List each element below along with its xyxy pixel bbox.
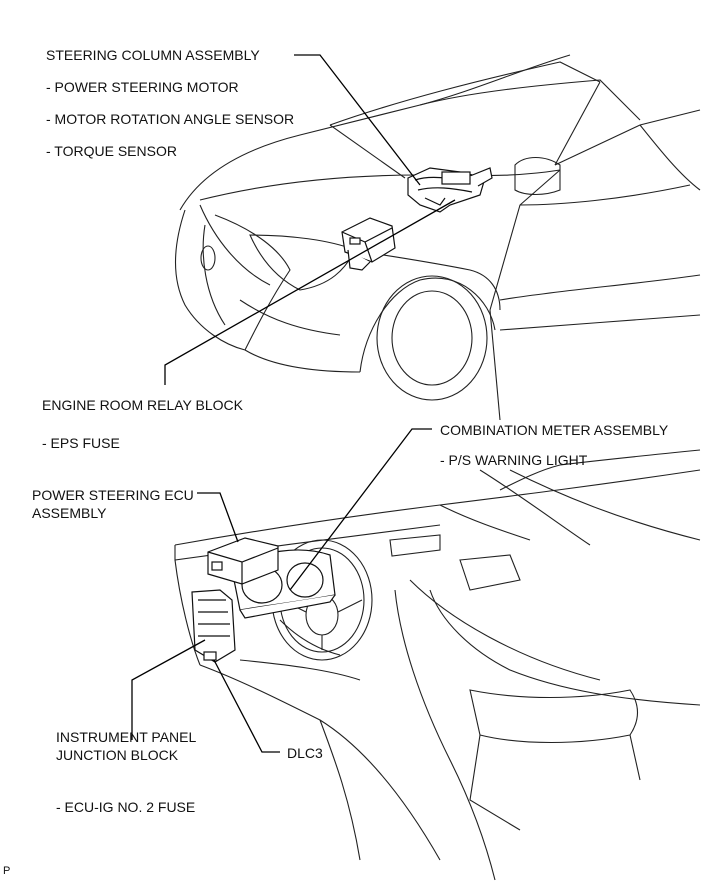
corner-mark: P xyxy=(3,865,11,877)
car-exterior-drawing xyxy=(174,54,701,421)
label-ecu-ig-fuse: - ECU-IG NO. 2 FUSE xyxy=(56,799,196,815)
car-interior-drawing xyxy=(174,449,701,881)
ip-junction-leader xyxy=(131,639,206,740)
label-motor-rotation-sensor: - MOTOR ROTATION ANGLE SENSOR xyxy=(46,111,295,127)
label-ps-warning-light: - P/S WARNING LIGHT xyxy=(440,452,588,468)
power-steering-ecu-part xyxy=(207,537,279,585)
label-eps-fuse: - EPS FUSE xyxy=(42,435,120,451)
engine-room-relay-leader xyxy=(164,199,456,385)
ip-junction-block-part xyxy=(191,589,236,663)
label-dlc3: DLC3 xyxy=(287,745,323,761)
label-ip-junction-line1: INSTRUMENT PANEL xyxy=(56,729,197,745)
label-combination-meter: COMBINATION METER ASSEMBLY xyxy=(440,422,669,438)
label-steering-column: STEERING COLUMN ASSEMBLY xyxy=(46,47,260,63)
label-torque-sensor: - TORQUE SENSOR xyxy=(46,143,177,159)
label-ps-ecu-line2: ASSEMBLY xyxy=(32,505,107,521)
ps-ecu-leader xyxy=(197,492,239,543)
steering-column-part xyxy=(407,167,493,213)
label-engine-room-relay: ENGINE ROOM RELAY BLOCK xyxy=(42,397,243,413)
label-ip-junction-line2: JUNCTION BLOCK xyxy=(56,747,179,763)
combination-meter-leader xyxy=(289,428,432,591)
label-ps-ecu-line1: POWER STEERING ECU xyxy=(32,487,194,503)
engine-room-relay-part xyxy=(341,217,396,271)
dlc3-leader xyxy=(213,659,280,753)
steering-column-leader xyxy=(294,54,421,186)
label-power-steering-motor: - POWER STEERING MOTOR xyxy=(46,79,239,95)
